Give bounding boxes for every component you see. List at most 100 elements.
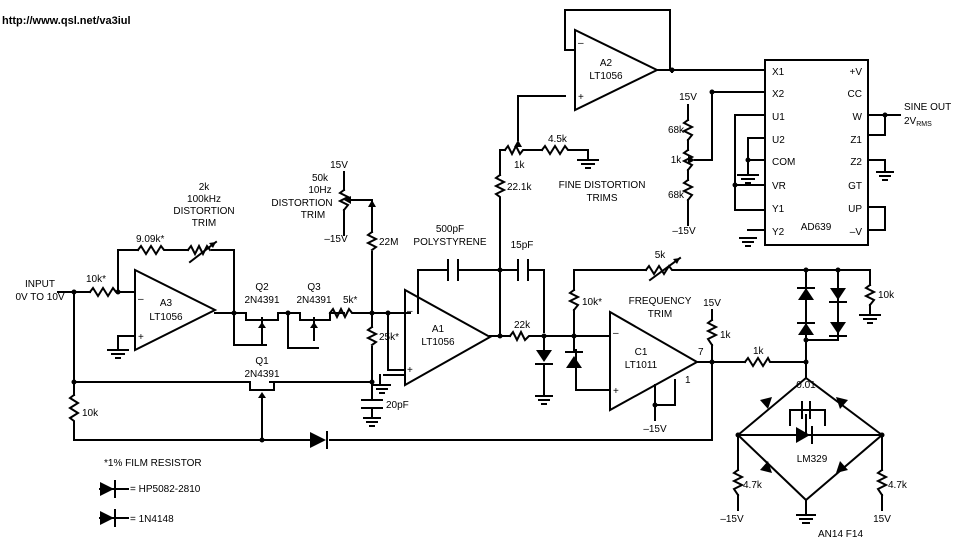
input-label: INPUT	[25, 279, 55, 290]
q3-name: Q3	[307, 282, 321, 293]
c1-plus: +	[613, 386, 619, 397]
r5k-label: 5k*	[343, 295, 358, 306]
trim-50k-l3: 10Hz	[308, 185, 331, 196]
r221k-label: 22.1k	[507, 182, 532, 193]
trim-50k-l4: DISTORTION	[271, 198, 332, 209]
r1k-top-label: 1k	[514, 160, 526, 171]
trim-arrows	[188, 140, 695, 282]
r10k-left-label: 10k	[82, 408, 99, 419]
ad639-pin-gt: GT	[848, 181, 862, 192]
legend-hp: = HP5082-2810	[130, 484, 201, 495]
ad639-pin-x2: X2	[772, 89, 785, 100]
trim-2k-l3: DISTORTION	[173, 206, 234, 217]
a1-name: A1	[432, 324, 445, 335]
capacitor-symbols	[361, 259, 811, 427]
q2-part: 2N4391	[244, 295, 279, 306]
legend-diode: = 1N4148	[130, 514, 174, 525]
r68k-bot-label: 68k	[668, 190, 685, 201]
c500-type: POLYSTYRENE	[413, 237, 486, 248]
ad639-pin-up: UP	[848, 204, 862, 215]
a3-part: LT1056	[149, 312, 183, 323]
ground-symbols	[107, 159, 894, 524]
c1-name: C1	[635, 347, 648, 358]
q2-name: Q2	[255, 282, 269, 293]
a2-name: A2	[600, 58, 613, 69]
opamp-a3	[134, 268, 218, 352]
trim-2k-l1: 2k	[199, 182, 211, 193]
r22m-label: 22M	[379, 237, 398, 248]
trim-50k-l2: 50k	[312, 173, 329, 184]
comparator-c1	[609, 310, 700, 412]
fine-trim-l1: FINE DISTORTION	[559, 180, 646, 191]
r47k-left-label: 4.7k	[743, 480, 763, 491]
r1k-mult-label: 1k	[671, 155, 683, 166]
ad639-pin-z1: Z1	[850, 135, 862, 146]
ad639-pin-w: W	[853, 112, 863, 123]
trim-50k-l5: TRIM	[301, 210, 325, 221]
c1-pin7: 7	[698, 347, 704, 358]
header-url: http://www.qsl.net/va3iul	[2, 15, 131, 27]
ad639-pin-vr: VR	[772, 181, 786, 192]
ad639-name: AD639	[801, 222, 832, 233]
a2-minus: –	[578, 38, 584, 49]
q1-name: Q1	[255, 356, 269, 367]
bridge-vplus: 15V	[873, 514, 891, 525]
r22k-label: 22k	[514, 320, 531, 331]
jfet-symbols	[245, 312, 331, 398]
c1-part: LT1011	[625, 360, 658, 371]
sine-out-label: SINE OUT	[904, 102, 951, 113]
ad639-pin-u2: U2	[772, 135, 785, 146]
ad639-pin-u1: U1	[772, 112, 785, 123]
bridge-vminus: –15V	[720, 514, 744, 525]
freq-trim-l2: FREQUENCY	[629, 296, 692, 307]
ad639-pin-vplus: +V	[849, 67, 862, 78]
c1-pin1: 1	[685, 375, 691, 386]
ad639-pin-y1: Y1	[772, 204, 785, 215]
opamp-a1	[404, 288, 493, 387]
a1-plus: +	[407, 365, 413, 376]
wiring	[57, 9, 901, 516]
a3-plus: +	[138, 332, 144, 343]
trim-2k-l2: 100kHz	[187, 194, 221, 205]
diode-symbols	[99, 287, 848, 527]
fine-trim-l2: TRIMS	[586, 193, 617, 204]
ad639-pin-y2: Y2	[772, 227, 785, 238]
freq-trim-l1: 5k	[655, 250, 667, 261]
ad639-chip	[764, 59, 869, 246]
c001-label: 0.01	[796, 380, 816, 391]
r1k-out-label: 1k	[753, 346, 765, 357]
text-labels: http://www.qsl.net/va3iul INPUT 0V TO 10…	[2, 15, 951, 540]
r25k-label: 25k*	[379, 332, 399, 343]
resistor-symbols	[68, 118, 889, 497]
ad639-pin-x1: X1	[772, 67, 785, 78]
ad639-pin-z2: Z2	[850, 157, 862, 168]
c1-vminus: –15V	[643, 424, 667, 435]
c1-minus: –	[613, 328, 619, 339]
trim-50k-l1: 15V	[330, 160, 348, 171]
junction-dots	[71, 67, 888, 443]
trim-2k-l4: TRIM	[192, 218, 216, 229]
opamp-a2	[574, 28, 660, 112]
sine-out-rms: RMS	[916, 121, 932, 128]
ad639-pin-com: COM	[772, 157, 795, 168]
trim-50k-l6: –15V	[324, 234, 348, 245]
r47k-right-label: 4.7k	[888, 480, 908, 491]
a1-part: LT1056	[421, 337, 455, 348]
figure-id: AN14 F14	[818, 529, 863, 540]
ad639-pin-vminus: –V	[850, 227, 863, 238]
a3-name: A3	[160, 298, 173, 309]
r10k-in-label: 10k*	[86, 274, 106, 285]
mult-vminus: –15V	[672, 226, 696, 237]
r45k-label: 4.5k	[548, 134, 568, 145]
c500-label: 500pF	[436, 224, 464, 235]
c1-vplus: 15V	[703, 298, 721, 309]
c20-label: 20pF	[386, 400, 409, 411]
input-range: 0V TO 10V	[15, 292, 64, 303]
c15-label: 15pF	[511, 240, 534, 251]
q3-part: 2N4391	[296, 295, 331, 306]
lm329-label: LM329	[797, 454, 828, 465]
r68k-top-label: 68k	[668, 125, 685, 136]
sine-out-voltage: 2V	[904, 116, 917, 127]
r1k-c1-label: 1k	[720, 330, 732, 341]
